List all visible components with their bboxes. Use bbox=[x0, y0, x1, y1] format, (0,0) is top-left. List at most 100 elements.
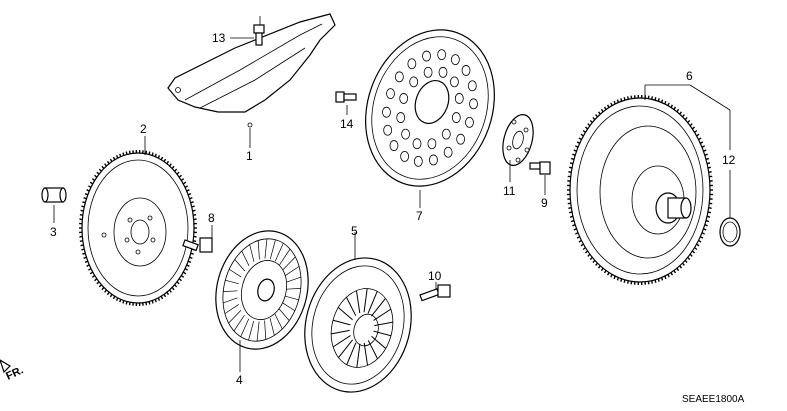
gear-tooth bbox=[166, 291, 170, 296]
gear-tooth bbox=[654, 97, 657, 101]
gear-tooth bbox=[160, 156, 164, 161]
gear-tooth bbox=[595, 262, 599, 266]
gear-tooth bbox=[706, 215, 711, 218]
gear-tooth bbox=[568, 206, 572, 209]
gear-tooth bbox=[96, 281, 100, 285]
gear-tooth bbox=[613, 100, 616, 105]
gear-tooth bbox=[691, 126, 696, 130]
gear-tooth bbox=[154, 153, 157, 157]
flex-plate-hole bbox=[437, 49, 447, 61]
gear-tooth bbox=[157, 297, 161, 301]
gear-tooth bbox=[679, 111, 683, 115]
flex-plate-hole bbox=[450, 54, 460, 65]
flex-plate-hole bbox=[423, 66, 433, 78]
part-5-pressure-plate bbox=[304, 257, 412, 393]
gear-tooth bbox=[613, 275, 616, 280]
gear-tooth bbox=[595, 114, 599, 118]
gear-tooth bbox=[148, 151, 151, 155]
gear-tooth bbox=[109, 294, 113, 298]
flex-plate-hole bbox=[443, 146, 453, 158]
disc-segment bbox=[240, 318, 250, 337]
gear-tooth bbox=[98, 168, 102, 172]
gear-tooth bbox=[190, 201, 194, 204]
gear-tooth bbox=[696, 133, 700, 137]
disc-segment bbox=[222, 297, 238, 304]
gear-tooth bbox=[83, 196, 87, 200]
gear-tooth bbox=[112, 295, 116, 300]
diaphragm-finger bbox=[373, 330, 392, 337]
diaphragm-finger bbox=[374, 321, 393, 327]
disc-segment bbox=[282, 302, 295, 312]
gear-tooth bbox=[698, 137, 702, 141]
flex-plate-hole bbox=[401, 128, 410, 140]
gear-tooth bbox=[125, 301, 128, 305]
gear-tooth bbox=[104, 163, 107, 167]
gear-tooth bbox=[151, 152, 154, 156]
flex-plate-hole bbox=[394, 71, 404, 83]
gear-tooth bbox=[578, 137, 582, 141]
disc-segment bbox=[248, 320, 255, 341]
gear-tooth bbox=[670, 104, 673, 108]
gear-tooth bbox=[189, 256, 193, 260]
disc-segment bbox=[286, 276, 302, 283]
gear-tooth bbox=[657, 98, 660, 102]
flex-plate-hole bbox=[383, 124, 393, 136]
gear-tooth bbox=[83, 256, 87, 260]
gear-tooth bbox=[151, 300, 154, 304]
gear-tooth bbox=[707, 166, 712, 169]
gear-tooth bbox=[657, 278, 660, 282]
flex-plate-hole bbox=[399, 93, 409, 104]
callout-5: 5 bbox=[351, 224, 358, 238]
callout-7: 7 bbox=[416, 209, 423, 223]
gear-tooth bbox=[187, 260, 192, 264]
disc-segment bbox=[286, 288, 301, 290]
gear-tooth bbox=[670, 272, 673, 276]
gear-tooth bbox=[584, 126, 589, 130]
gear-tooth bbox=[115, 297, 119, 301]
flex-plate-hole bbox=[467, 80, 477, 92]
part-2-flywheel bbox=[79, 150, 197, 306]
gear-tooth bbox=[125, 151, 128, 155]
disc-segment bbox=[257, 240, 260, 260]
gear-tooth bbox=[80, 244, 84, 247]
gear-tooth bbox=[104, 289, 107, 293]
gear-tooth bbox=[660, 277, 664, 281]
gear-tooth bbox=[79, 214, 83, 216]
diagram-code: SEAEE1800A bbox=[682, 394, 745, 405]
callout-8: 8 bbox=[208, 211, 215, 225]
disc-segment bbox=[285, 266, 300, 276]
diaphragm-finger bbox=[363, 288, 368, 313]
gear-tooth bbox=[673, 106, 677, 110]
gear-tooth bbox=[178, 174, 182, 178]
gear-tooth bbox=[667, 102, 670, 106]
gear-tooth bbox=[101, 286, 105, 291]
callout-2: 2 bbox=[140, 122, 147, 136]
gear-tooth bbox=[82, 252, 86, 255]
flex-plate-hole bbox=[386, 88, 395, 100]
gear-tooth bbox=[694, 129, 698, 133]
disc-segment bbox=[224, 304, 239, 314]
gear-tooth bbox=[87, 185, 92, 189]
diaphragm-finger bbox=[332, 319, 351, 326]
gear-tooth bbox=[154, 299, 157, 303]
flex-plate-hole bbox=[454, 93, 464, 104]
flex-plate-hole bbox=[409, 76, 419, 88]
gear-tooth bbox=[186, 264, 190, 267]
disc-segment bbox=[264, 320, 267, 340]
disc-segment bbox=[229, 268, 242, 278]
gear-tooth bbox=[570, 157, 575, 161]
gear-tooth bbox=[79, 240, 83, 242]
gear-tooth bbox=[112, 156, 116, 161]
disc-segment bbox=[241, 250, 250, 267]
gear-tooth bbox=[174, 284, 178, 288]
gear-tooth bbox=[568, 171, 572, 174]
gear-tooth bbox=[568, 211, 573, 214]
flex-plate-hole bbox=[382, 106, 391, 118]
diaphragm-finger bbox=[367, 291, 378, 314]
gear-tooth bbox=[699, 236, 704, 239]
leader-lines bbox=[53, 16, 731, 372]
gear-tooth bbox=[708, 171, 712, 174]
flex-plate-hole bbox=[469, 98, 478, 110]
gear-tooth bbox=[192, 209, 196, 212]
part-12-o-ring bbox=[719, 217, 741, 247]
